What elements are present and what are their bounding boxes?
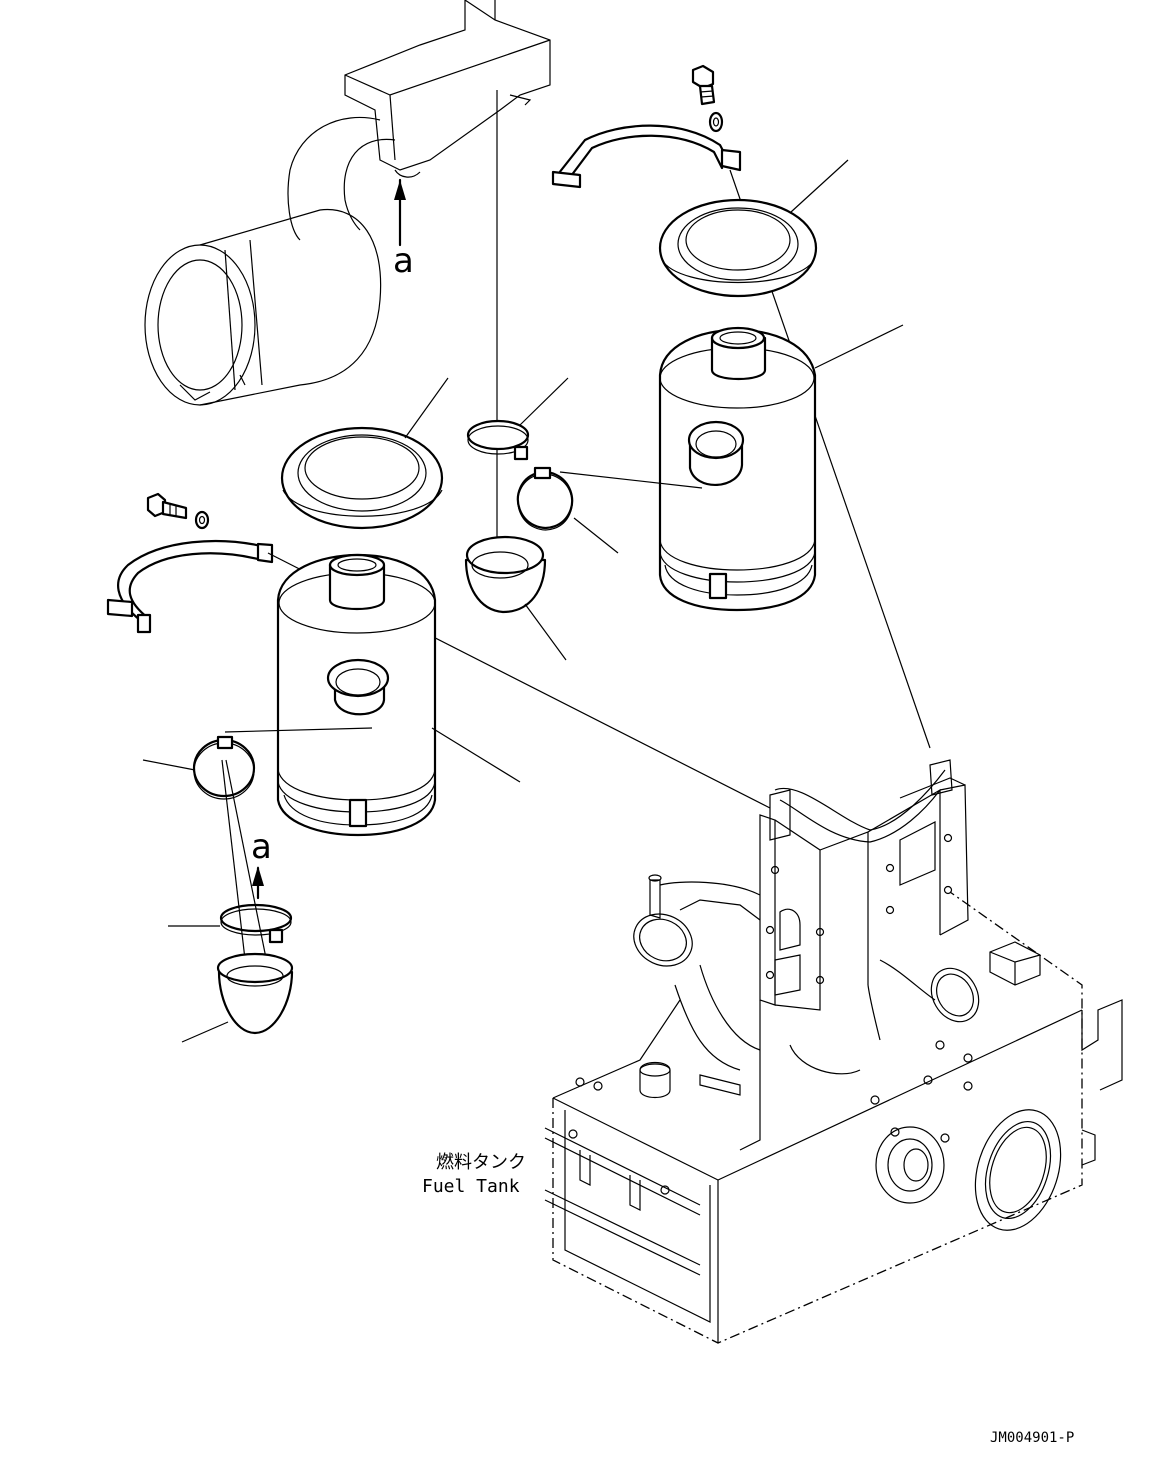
hose-clamp-center-top xyxy=(466,377,569,461)
fuel-tank-label-en: Fuel Tank xyxy=(422,1176,520,1197)
top-cover-right xyxy=(658,159,849,298)
vacuator-valve-center xyxy=(464,535,567,661)
view-marker-lower: a xyxy=(251,827,272,867)
mounting-bracket xyxy=(633,759,980,1151)
view-marker-top: a xyxy=(393,241,414,281)
fuel-tank xyxy=(544,891,1123,1344)
washer-right xyxy=(708,111,724,133)
hose-clamp-lower xyxy=(168,759,293,969)
drawing-code: JM004901-P xyxy=(990,1430,1074,1446)
hose-clamp-left xyxy=(142,735,256,800)
intake-duct-assembly xyxy=(287,0,551,241)
fuel-tank-label-jp: 燃料タンク xyxy=(436,1152,526,1173)
washer-left xyxy=(194,510,210,530)
view-arrow-top: a xyxy=(393,178,414,281)
bolt-right xyxy=(691,64,716,106)
view-arrow-lower: a xyxy=(251,827,272,900)
top-air-cleaner-body xyxy=(144,208,382,406)
air-cleaner-body-left xyxy=(224,553,521,837)
hose-clamp-center xyxy=(516,466,703,554)
air-cleaner-body-right xyxy=(658,324,904,612)
vacuator-valve-left xyxy=(181,952,294,1043)
bolt-left xyxy=(146,492,188,520)
top-cover-left xyxy=(280,377,449,530)
